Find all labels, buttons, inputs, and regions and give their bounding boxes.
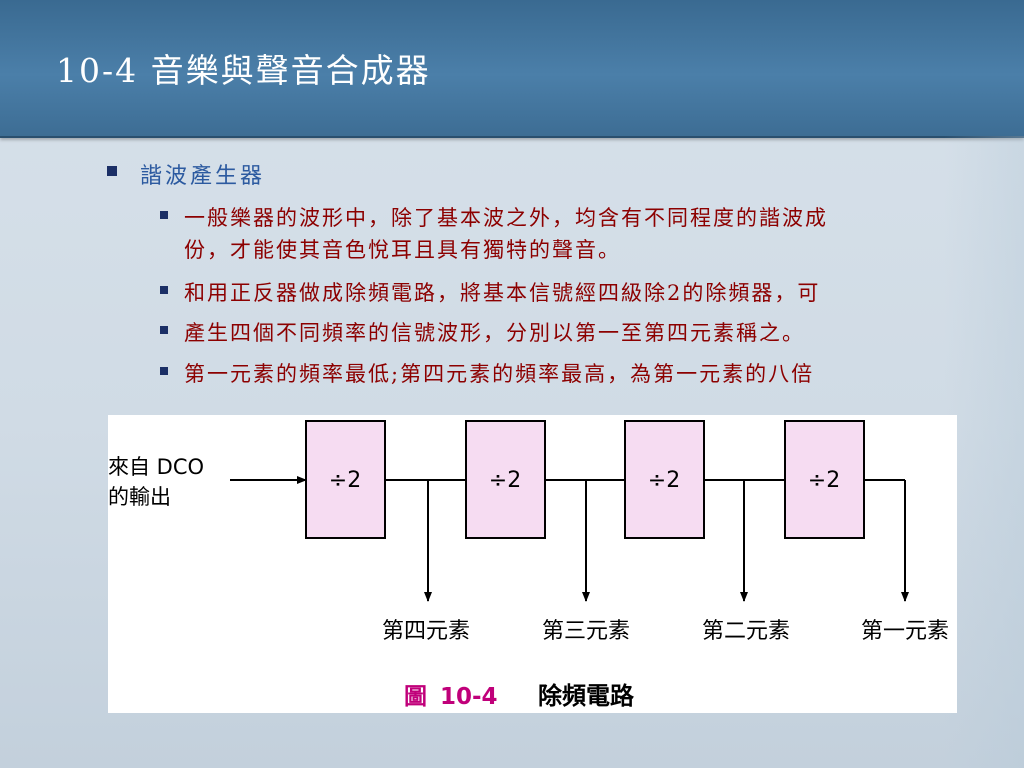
output-label-2nd: 第二元素	[702, 619, 790, 644]
divider-circuit-figure: 來自 DCO 的輸出 ÷2 ÷2 ÷2 ÷2 第四元素 第三元素 第二元素 第一…	[108, 415, 957, 713]
sub-bullet-4: 第一元素的頻率最低;第四元素的頻率最高，為第一元素的八倍	[184, 362, 815, 386]
sub-bullet-1-line1: 一般樂器的波形中，除了基本波之外，均含有不同程度的諧波成	[184, 206, 828, 230]
divider-box	[624, 420, 705, 539]
sub-bullet-square-icon	[160, 286, 168, 294]
caption-prefix: 圖	[404, 684, 427, 710]
sub-bullet-square-icon	[160, 326, 168, 334]
input-label-line1: 來自 DCO	[108, 455, 204, 479]
title-bar: 10-4 音樂與聲音合成器	[0, 0, 1024, 138]
input-label-line2: 的輸出	[108, 485, 171, 509]
divider-label: ÷2	[648, 468, 680, 493]
divider-box	[465, 420, 546, 539]
caption-number: 10-4	[440, 684, 498, 710]
sub-bullet-square-icon	[160, 211, 168, 219]
sub-bullet-1-line2: 份，才能使其音色悅耳且具有獨特的聲音。	[184, 238, 621, 262]
main-bullet-text: 諧波產生器	[140, 164, 266, 189]
divider-label: ÷2	[489, 468, 521, 493]
divider-label: ÷2	[808, 468, 840, 493]
divider-label: ÷2	[329, 468, 361, 493]
sub-bullet-3: 產生四個不同頻率的信號波形，分別以第一至第四元素稱之。	[184, 321, 805, 345]
divider-circuit-diagram: 來自 DCO 的輸出 ÷2 ÷2 ÷2 ÷2 第四元素 第三元素 第二元素 第一…	[108, 420, 949, 710]
output-label-3rd: 第三元素	[542, 619, 630, 644]
output-label-1st: 第一元素	[861, 619, 949, 644]
sub-bullet-square-icon	[160, 367, 168, 375]
divider-box	[305, 420, 386, 539]
caption-text: 除頻電路	[538, 682, 635, 710]
slide-title: 10-4 音樂與聲音合成器	[56, 51, 431, 90]
bullet-square-icon	[107, 166, 117, 176]
sub-bullet-2: 和用正反器做成除頻電路，將基本信號經四級除2的除頻器，可	[184, 281, 821, 305]
output-label-4th: 第四元素	[382, 619, 470, 644]
background-decoration	[944, 136, 1024, 768]
